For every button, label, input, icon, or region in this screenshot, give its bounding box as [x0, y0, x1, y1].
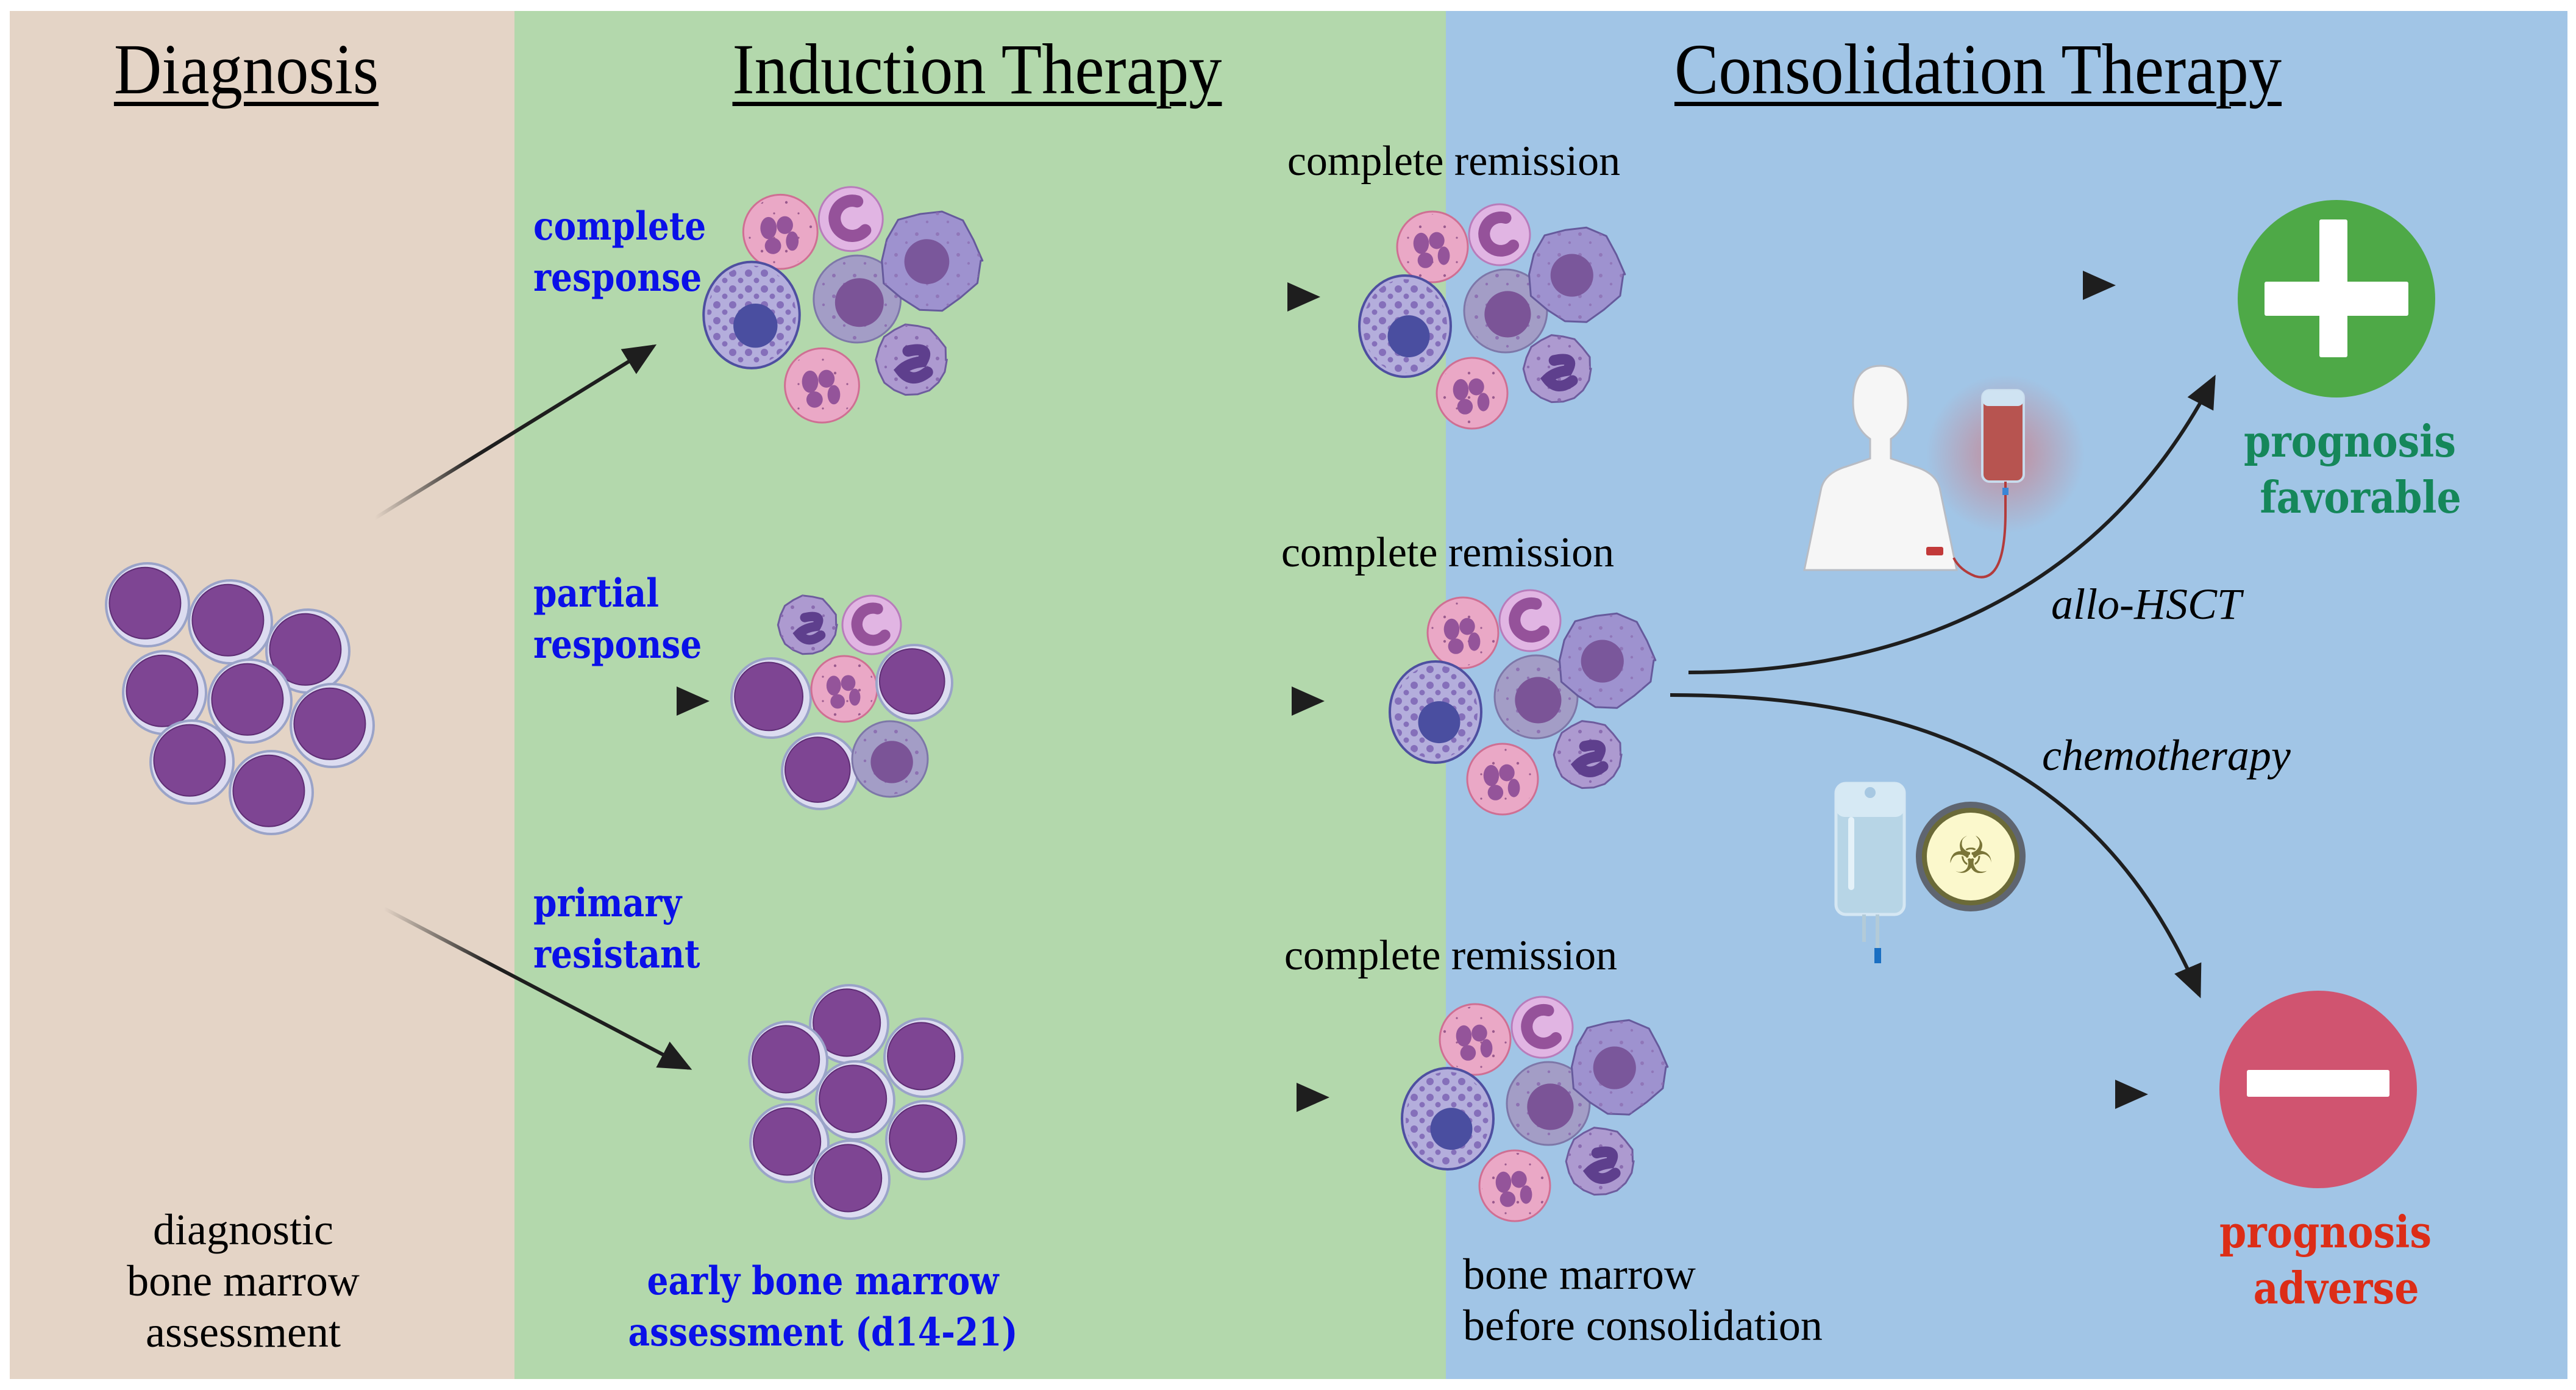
label-line: response [533, 255, 702, 301]
label-line: complete [533, 204, 706, 249]
chemotherapy-bag-icon [1834, 782, 1906, 963]
favorable-plus-icon [2238, 200, 2435, 397]
band-cell [817, 186, 884, 252]
label-line: diagnostic [153, 1205, 333, 1254]
label-line: assessment (d14-21) [628, 1310, 1018, 1355]
band-cell [1510, 996, 1574, 1059]
arrows-induction-to-remission [1018, 282, 1329, 1112]
blast-cell [229, 750, 314, 835]
biohazard-icon: ☣ [1916, 802, 2026, 911]
blast-cell [815, 1060, 895, 1141]
neutrophil-cell [784, 347, 860, 424]
svg-text:☣: ☣ [1948, 825, 1993, 885]
blast-cell [105, 562, 190, 647]
label-line: before consolidation [1463, 1301, 1823, 1350]
label-diagnostic-assessment: diagnostic bone marrow assessment [127, 1204, 360, 1358]
label-partial-response: partial response [533, 568, 702, 671]
label-complete-remission-1: complete remission [1287, 138, 1621, 185]
myelocyte-cell [1506, 1061, 1591, 1146]
label-allo-hsct: allo-HSCT [2051, 580, 2242, 629]
monocyte-cell [1528, 226, 1626, 323]
basophil-cell [1565, 1127, 1635, 1196]
promyelocyte-cell [1401, 1067, 1495, 1171]
blast-cell [875, 644, 953, 722]
label-line: prognosis [2244, 415, 2456, 467]
neutrophil-cell [1426, 596, 1500, 669]
label-prognosis-adverse: prognosis adverse [2219, 1204, 2432, 1316]
band-cell [1498, 589, 1562, 652]
adverse-minus-icon [2219, 991, 2417, 1188]
heading-induction-therapy: Induction Therapy [732, 29, 1222, 109]
neutrophil-cell [1396, 210, 1469, 283]
label-line: bone marrow [1463, 1250, 1696, 1299]
monocyte-cell [881, 210, 984, 312]
blast-cell [809, 984, 889, 1064]
label-line: assessment [146, 1308, 341, 1356]
band-cell [1468, 203, 1531, 266]
band-cell [841, 594, 902, 655]
promyelocyte-cell [702, 260, 801, 369]
label-complete-remission-2: complete remission [1281, 529, 1615, 576]
basophil-cell [875, 323, 948, 396]
label-line: adverse [2253, 1262, 2419, 1314]
blast-cell [188, 579, 273, 665]
neutrophil-cell [1436, 357, 1509, 430]
myelocyte-cell [1463, 268, 1548, 354]
blast-cell [122, 650, 207, 735]
label-line: early bone marrow [647, 1258, 999, 1304]
label-line: bone marrow [127, 1256, 360, 1305]
neutrophil-cell [742, 193, 819, 270]
blast-cell [149, 719, 235, 805]
label-prognosis-favorable: prognosis favorable [2238, 413, 2461, 526]
arrows-diagnosis-to-induction [374, 344, 710, 1070]
heading-diagnosis: Diagnosis [113, 29, 379, 109]
arrow-allo-hsct-to-favorable [1688, 374, 2216, 674]
neutrophil-cell [1439, 1003, 1512, 1076]
arrow-to-primary-resistant [383, 907, 692, 1070]
label-bone-marrow-before-consolidation: bone marrow before consolidation [1463, 1249, 1823, 1351]
label-line: response [533, 622, 702, 668]
label-line: prognosis [2219, 1206, 2432, 1258]
label-complete-response: complete response [533, 201, 706, 304]
label-line: primary [533, 880, 682, 926]
blast-cell [730, 657, 812, 739]
blast-cell [781, 732, 859, 810]
label-line: partial [533, 571, 660, 616]
promyelocyte-cell [1358, 274, 1452, 378]
label-line: favorable [2260, 471, 2461, 523]
basophil-cell [1553, 720, 1623, 789]
myelocyte-cell [851, 720, 929, 798]
blast-cell [883, 1018, 964, 1098]
blast-cell [290, 683, 375, 768]
label-chemotherapy: chemotherapy [2042, 731, 2291, 780]
arrows-to-outcomes [1670, 271, 2216, 1109]
neutrophil-cell [1478, 1149, 1551, 1222]
arrow-to-complete-response [374, 344, 657, 520]
neutrophil-cell [810, 655, 878, 723]
blast-cell [885, 1100, 966, 1180]
blast-cell [749, 1103, 830, 1183]
blast-cell [748, 1021, 828, 1101]
label-primary-resistant: primary resistant [533, 878, 700, 980]
basophil-cell [1522, 334, 1592, 404]
blast-cell [265, 608, 350, 694]
myelocyte-cell [813, 254, 902, 344]
promyelocyte-cell [1389, 660, 1482, 764]
monocyte-cell [1559, 612, 1657, 709]
monocyte-cell [1571, 1019, 1669, 1116]
neutrophil-cell [1466, 743, 1539, 816]
panel-induction [514, 11, 1446, 1379]
label-complete-remission-3: complete remission [1284, 932, 1618, 979]
patient-transfusion-icon [1803, 365, 2085, 579]
arrow-chemo-to-adverse [1670, 693, 2202, 999]
blast-cell [810, 1139, 891, 1220]
heading-consolidation-therapy: Consolidation Therapy [1674, 29, 2282, 109]
label-early-assessment: early bone marrow assessment (d14-21) [628, 1256, 1017, 1358]
blast-cell [207, 658, 293, 744]
basophil-cell [777, 594, 838, 655]
label-line: resistant [533, 932, 700, 977]
myelocyte-cell [1493, 654, 1579, 740]
